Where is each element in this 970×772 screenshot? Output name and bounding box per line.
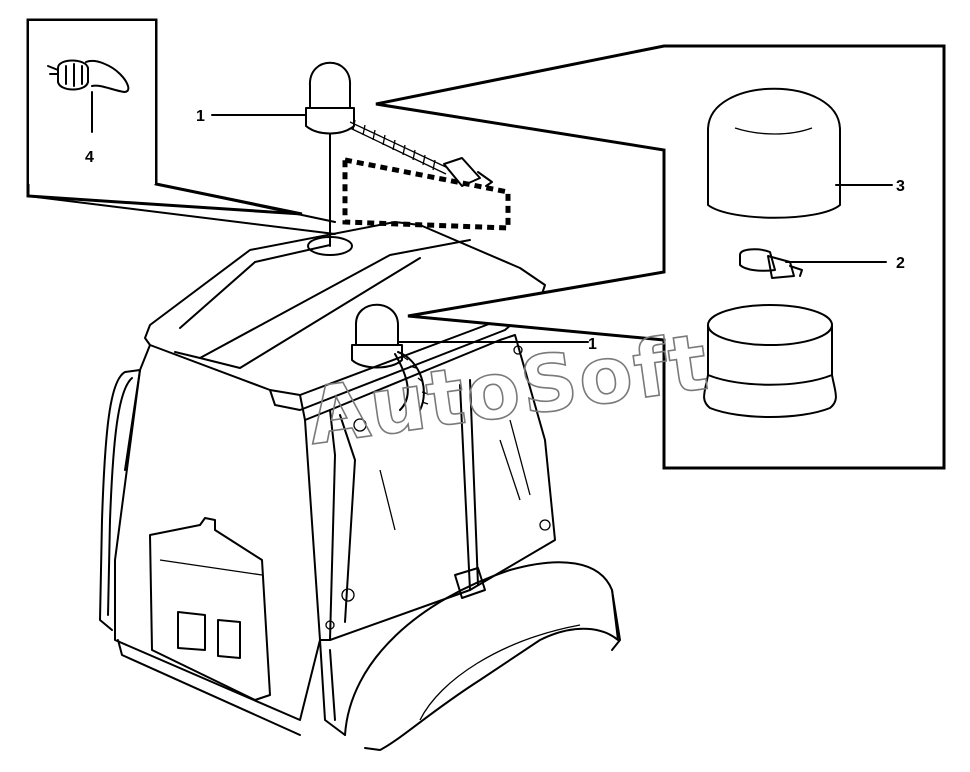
leader-lines	[211, 114, 893, 343]
rotating-beacon-on-roof	[351, 303, 429, 411]
callout-1-roof: 1	[588, 336, 597, 353]
beacon-components-box	[375, 44, 946, 470]
lens-cover-icon	[707, 87, 841, 219]
watermark: AutoSoft	[302, 317, 714, 462]
power-socket-icon	[47, 59, 130, 93]
socket-inset	[26, 18, 336, 235]
callout-1-top: 1	[196, 108, 205, 125]
mounting-plate-dashed	[342, 156, 511, 231]
rotating-beacon-exploded	[305, 61, 493, 247]
beacon-base-icon	[703, 304, 837, 418]
halogen-bulb-icon	[739, 248, 803, 279]
tractor-cab	[99, 221, 621, 751]
callout-4: 4	[85, 149, 94, 166]
callout-2: 2	[896, 255, 905, 272]
callout-3: 3	[896, 178, 905, 195]
